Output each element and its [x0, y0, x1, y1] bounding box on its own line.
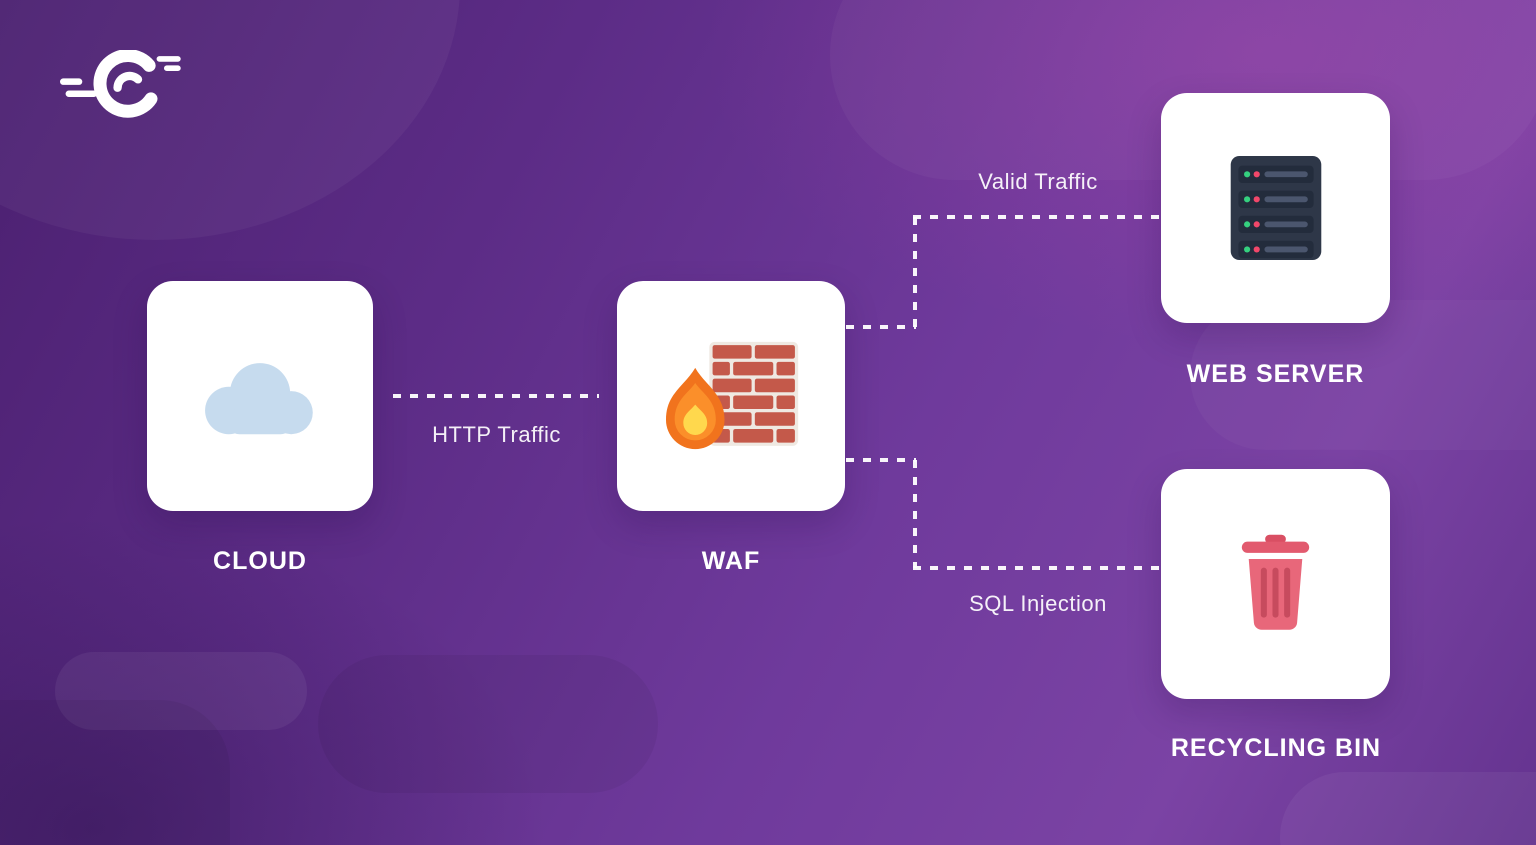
web-server-card: [1161, 93, 1390, 323]
web-server-label: WEB SERVER: [1186, 360, 1365, 388]
speed-swoosh-icon: [60, 49, 181, 118]
recycling-bin-card: [1161, 469, 1390, 699]
connector-waf-to-webserver-segment: [846, 325, 916, 329]
connector-waf-to-webserver-segment: [913, 217, 917, 327]
connector-waf-to-recyclingbin-segment: [913, 460, 917, 568]
brand-logo: [60, 49, 190, 118]
cloud-label: CLOUD: [213, 547, 307, 575]
edge-label-sql-injection: SQL Injection: [969, 591, 1107, 616]
background-blob: [0, 700, 230, 845]
edge-label-http-traffic: HTTP Traffic: [432, 422, 561, 447]
background-blob: [0, 0, 460, 240]
connector-waf-to-recyclingbin-segment: [846, 458, 916, 462]
connector-waf-to-webserver-segment: [913, 215, 1161, 219]
trash-can-icon: [1241, 534, 1310, 630]
cloud-icon: [205, 362, 313, 434]
waf-label: WAF: [701, 547, 761, 575]
server-rack-icon: [1230, 155, 1321, 261]
connector-waf-to-recyclingbin-segment: [913, 566, 1161, 570]
background-blob: [318, 655, 658, 793]
cloud-card: [147, 281, 373, 511]
connector-cloud-to-waf: [393, 394, 599, 398]
firewall-flame-brick-icon: [666, 341, 799, 450]
background-blob: [1280, 772, 1536, 845]
edge-label-valid-traffic: Valid Traffic: [978, 169, 1098, 194]
background-blob: [55, 652, 307, 730]
recycling-bin-label: RECYCLING BIN: [1170, 734, 1382, 762]
waf-card: [617, 281, 845, 511]
